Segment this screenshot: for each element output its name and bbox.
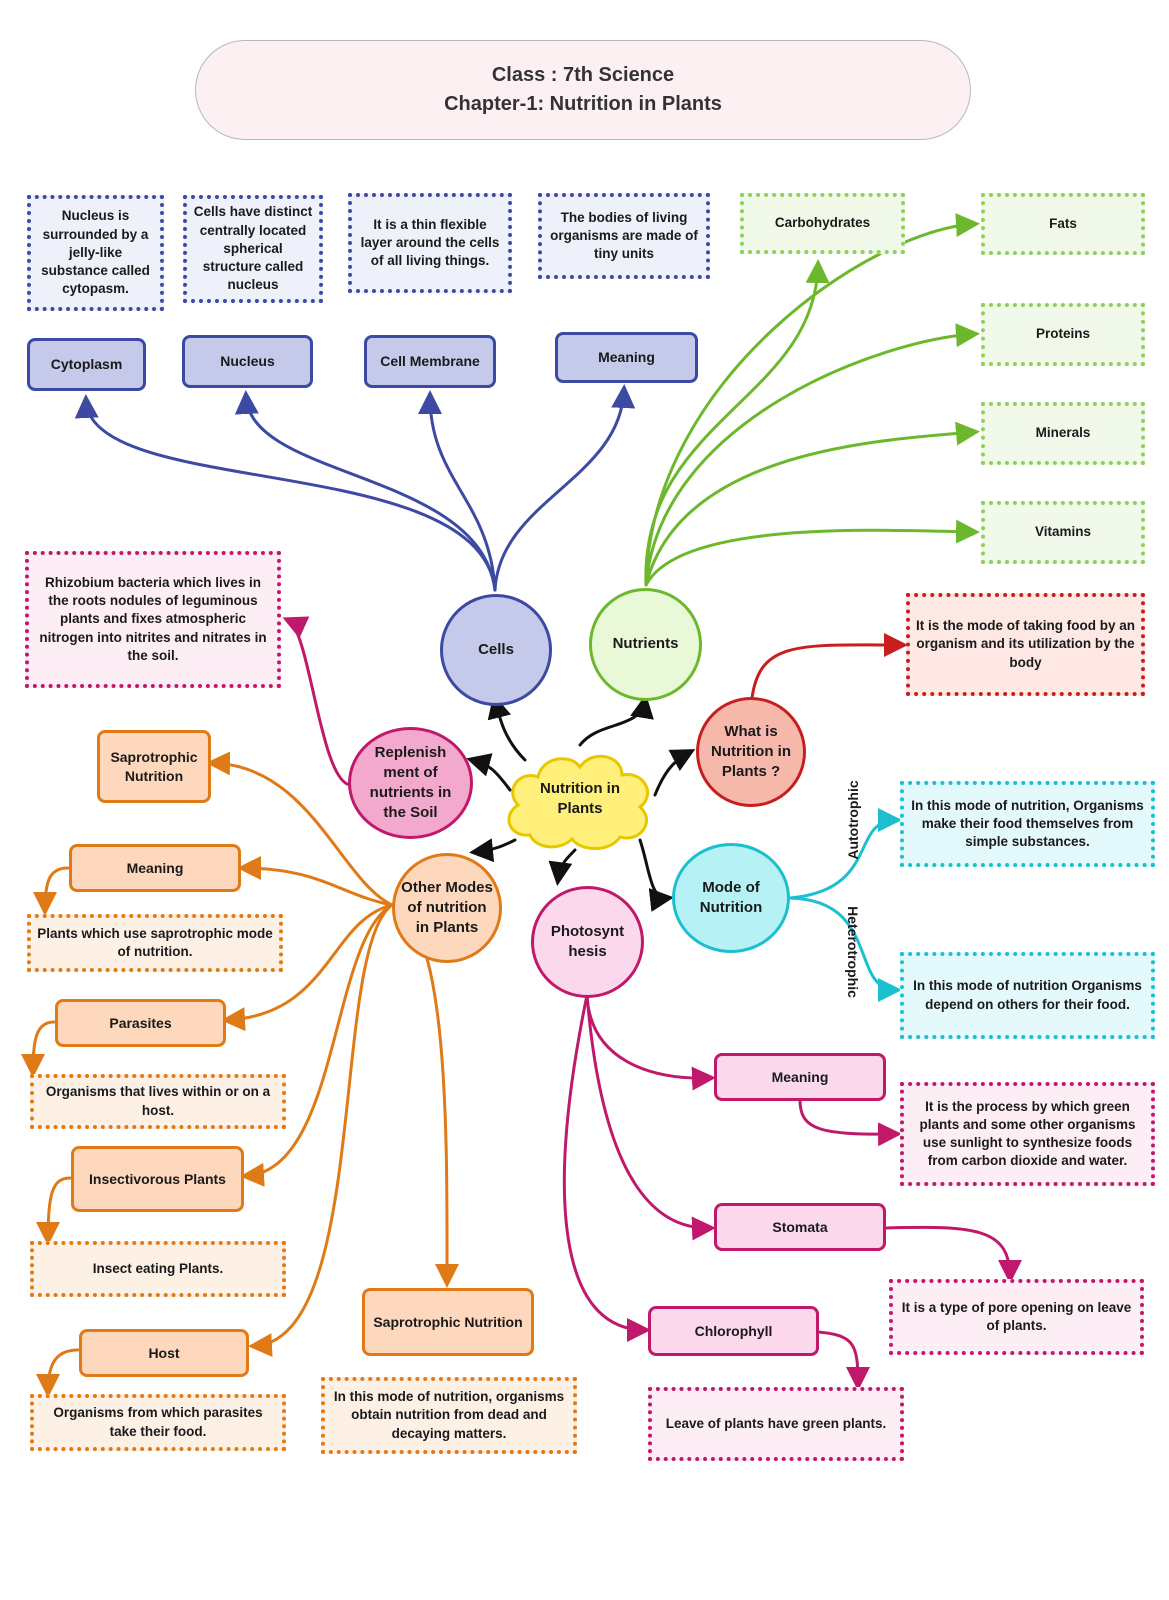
autotrophic-description: In this mode of nutrition, Organisms mak… [900,781,1155,867]
parasites-node[interactable]: Parasites [55,999,226,1047]
chlorophyll-description: Leave of plants have green plants. [648,1387,904,1461]
parasites-description: Organisms that lives within or on a host… [30,1074,286,1129]
nucleus-node[interactable]: Nucleus [182,335,313,388]
minerals-node[interactable]: Minerals [981,402,1145,465]
nutrients-hub[interactable]: Nutrients [589,588,702,701]
cytoplasm-node[interactable]: Cytoplasm [27,338,146,391]
saprotrophic-nutrition-description: In this mode of nutrition, organisms obt… [321,1377,577,1454]
proteins-node[interactable]: Proteins [981,303,1145,366]
other-modes-hub[interactable]: Other Modes of nutrition in Plants [392,853,502,963]
cell-meaning-description: The bodies of living organisms are made … [538,193,710,279]
cell-membrane-description: It is a thin flexible layer around the c… [348,193,512,293]
stomata-node[interactable]: Stomata [714,1203,886,1251]
page-title: Class : 7th Science Chapter-1: Nutrition… [195,40,971,140]
cytoplasm-description: Nucleus is surrounded by a jelly-like su… [27,195,164,311]
saprotrophic-nutrition-main-node[interactable]: Saprotrophic Nutrition [362,1288,534,1356]
title-class: Class : 7th Science [491,64,675,86]
other-meaning-description: Plants which use saprotrophic mode of nu… [27,914,283,972]
cell-meaning-node[interactable]: Meaning [555,332,698,383]
insectivorous-description: Insect eating Plants. [30,1241,286,1297]
heterotrophic-description: In this mode of nutrition Organisms depe… [900,952,1155,1039]
fats-node[interactable]: Fats [981,193,1145,255]
carbohydrates-node[interactable]: Carbohydrates [740,193,905,254]
host-description: Organisms from which parasites take thei… [30,1394,286,1451]
what-is-nutrition-hub[interactable]: What is Nutrition in Plants ? [696,697,806,807]
photosynthesis-meaning-node[interactable]: Meaning [714,1053,886,1101]
cell-membrane-node[interactable]: Cell Membrane [364,335,496,388]
cells-hub[interactable]: Cells [440,594,552,706]
other-meaning-node[interactable]: Meaning [69,844,241,892]
insectivorous-plants-node[interactable]: Insectivorous Plants [71,1146,244,1212]
mode-of-nutrition-hub[interactable]: Mode of Nutrition [672,843,790,953]
autotrophic-label: Autotrophic [845,780,861,860]
vitamins-node[interactable]: Vitamins [981,501,1145,564]
center-label: Nutrition in Plants [540,779,620,817]
replenishment-hub[interactable]: Replenish ment of nutrients in the Soil [348,727,473,839]
host-node[interactable]: Host [79,1329,249,1377]
chlorophyll-node[interactable]: Chlorophyll [648,1306,819,1356]
stomata-description: It is a type of pore opening on leave of… [889,1279,1144,1355]
nutrition-definition: It is the mode of taking food by an orga… [906,593,1145,696]
heterotrophic-label: Heterotrophic [845,906,861,998]
photosynthesis-meaning-description: It is the process by which green plants … [900,1082,1155,1186]
photosynthesis-hub[interactable]: Photosynt hesis [531,886,644,998]
saprotrophic-nutrition-node[interactable]: Saprotrophic Nutrition [97,730,211,803]
title-chapter: Chapter-1: Nutrition in Plants [444,93,722,115]
replenishment-description: Rhizobium bacteria which lives in the ro… [25,551,281,688]
cloud-shape [507,754,650,850]
nucleus-description: Cells have distinct centrally located sp… [183,195,323,303]
center-node[interactable]: Nutrition in Plants [500,745,660,855]
